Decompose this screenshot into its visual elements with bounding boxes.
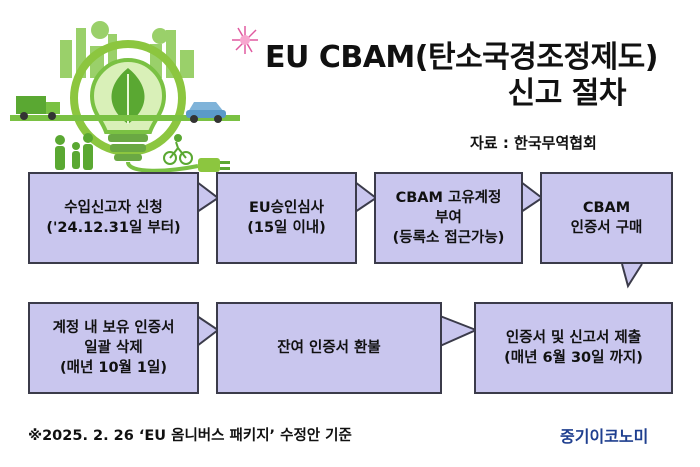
- plug-icon: [126, 158, 230, 173]
- title-line-2: 신고 절차: [507, 76, 627, 111]
- step-7-bubble: 인증서 및 신고서 제출 (매년 6월 30일 까지): [474, 302, 673, 394]
- step-1-text: 수입신고자 신청 ('24.12.31일 부터): [46, 200, 181, 236]
- step-4-bubble: CBAM 인증서 구매: [540, 172, 673, 264]
- brand-logo: 중기이코노미: [560, 427, 649, 446]
- step-6-text: 잔여 인증서 환불: [277, 340, 381, 356]
- bicycle-icon: [163, 134, 193, 165]
- step-5-text: 계정 내 보유 인증서 일괄 삭제 (매년 10월 1일): [52, 320, 175, 376]
- tail-step-2: [354, 181, 378, 213]
- step-4-text: CBAM 인증서 구매: [570, 200, 643, 236]
- eco-lightbulb-illustration: [10, 21, 258, 173]
- step-3-bubble: CBAM 고유계정 부여 (등록소 접근가능): [374, 172, 523, 264]
- step-2-text: EU승인심사 (15일 이내): [247, 200, 326, 236]
- tail-step-6: [439, 315, 479, 347]
- step-3-text: CBAM 고유계정 부여 (등록소 접근가능): [392, 190, 505, 246]
- step-7-text: 인증서 및 신고서 제출 (매년 6월 30일 까지): [504, 330, 643, 366]
- truck-icon: [16, 96, 60, 120]
- tail-step-3: [520, 181, 544, 213]
- sparkle-icon: [232, 26, 258, 54]
- tail-step-1: [196, 181, 220, 213]
- step-1-bubble: 수입신고자 신청 ('24.12.31일 부터): [28, 172, 199, 264]
- footnote: ※2025. 2. 26 ‘EU 옴니버스 패키지’ 수정안 기준: [28, 428, 352, 444]
- step-2-bubble: EU승인심사 (15일 이내): [216, 172, 357, 264]
- source-credit: 자료 : 한국무역협회: [470, 134, 597, 152]
- tail-step-5: [196, 315, 220, 347]
- step-6-bubble: 잔여 인증서 환불: [216, 302, 442, 394]
- step-5-bubble: 계정 내 보유 인증서 일괄 삭제 (매년 10월 1일): [28, 302, 199, 394]
- title-line-1: EU CBAM(탄소국경조정제도): [265, 40, 658, 75]
- tail-step-4: [621, 263, 643, 289]
- page-title: EU CBAM(탄소국경조정제도) 신고 절차: [238, 40, 658, 112]
- car-icon: [186, 102, 226, 123]
- family-icon: [55, 133, 93, 170]
